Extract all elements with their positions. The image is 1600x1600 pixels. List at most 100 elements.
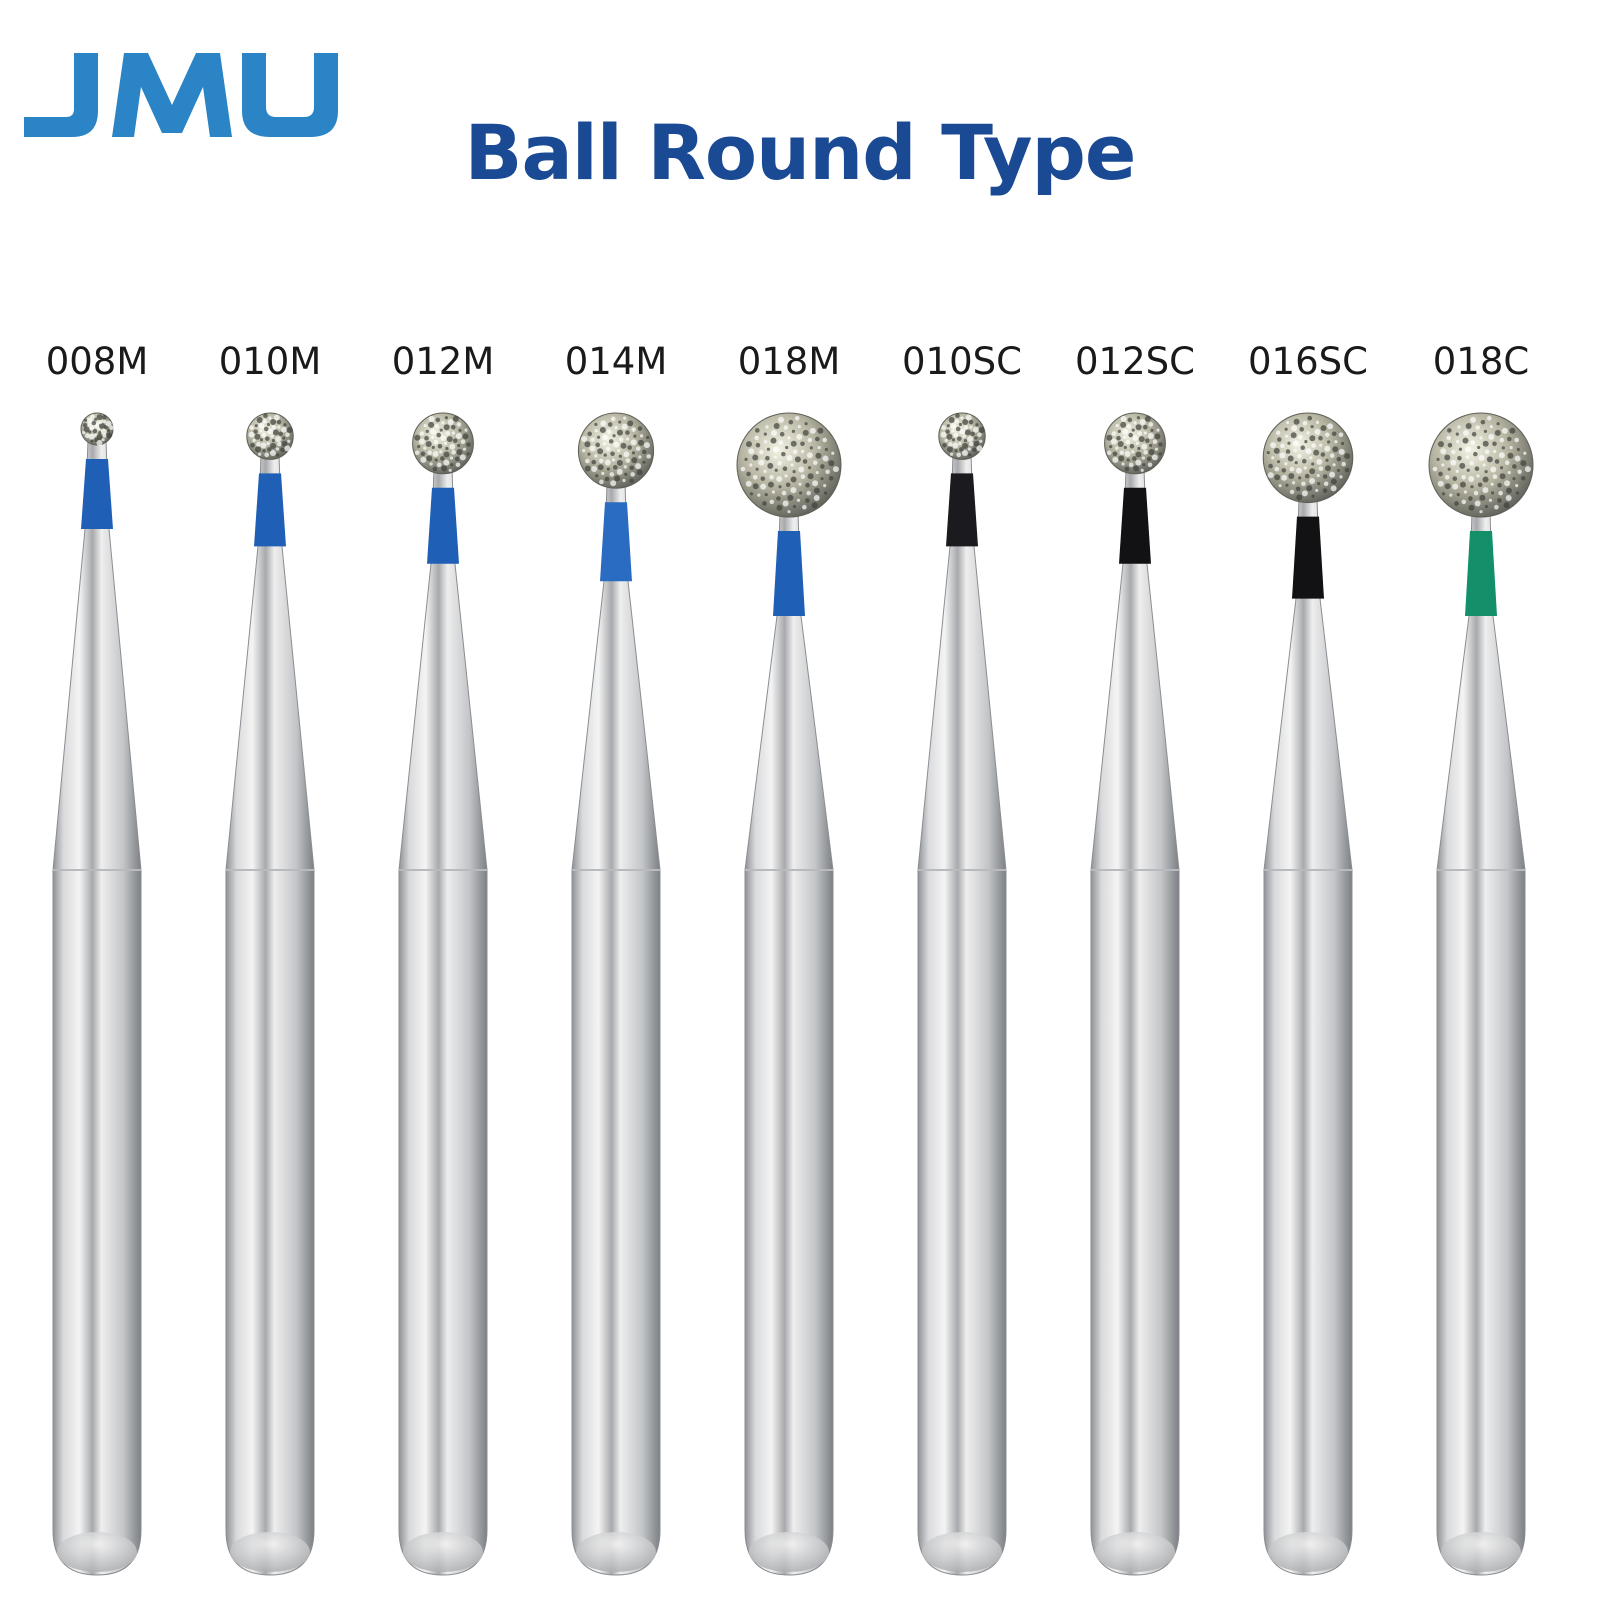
bur-grit (769, 499, 775, 505)
bur-grit (1338, 432, 1344, 438)
bur-grit (1466, 468, 1470, 472)
bur-grit (599, 479, 604, 485)
bur-grit (257, 452, 262, 456)
bur-grit (771, 429, 778, 436)
bur-grit (951, 429, 955, 433)
bur-grit (1490, 466, 1497, 473)
bur-grit (267, 428, 274, 435)
bur-grit (828, 476, 834, 481)
bur-grit (284, 445, 291, 452)
bur-grit (1286, 420, 1290, 425)
bur-grit (790, 476, 797, 483)
bur-grit (1296, 494, 1303, 501)
bur-grit (1444, 454, 1451, 461)
bur-grit (270, 419, 277, 426)
bur-grit (752, 454, 759, 461)
bur-grit (959, 428, 966, 435)
bur-grit (1281, 468, 1287, 473)
bur-grit (800, 441, 805, 447)
bur-grit (607, 422, 613, 427)
bur-grit (1449, 493, 1453, 497)
bur-grit (451, 431, 455, 435)
bur-grit (1339, 475, 1343, 479)
bur-code-label: 016SC (1248, 340, 1368, 383)
bur-grit (91, 420, 97, 426)
bur-grit (96, 439, 103, 446)
bur-tip (749, 1532, 829, 1572)
bur-grit (788, 419, 794, 425)
bur-grit (444, 416, 448, 420)
bur-grit (1109, 445, 1113, 449)
bur-grit (630, 472, 635, 477)
bur-grit (455, 432, 462, 439)
bur-grit (620, 442, 627, 449)
bur-grit (957, 436, 962, 441)
bur-grit (1468, 475, 1475, 482)
bur-tip (57, 1532, 137, 1572)
bur-grit (618, 420, 622, 424)
bur-grit (755, 428, 760, 433)
bur-grit (443, 441, 448, 445)
bur-grit (944, 438, 948, 443)
bur-grit (1479, 436, 1483, 440)
bur-grit (972, 426, 979, 433)
bur-grit (1128, 462, 1134, 468)
bur-grit (809, 427, 816, 434)
bur-grit (627, 445, 632, 450)
bur-grit (1476, 474, 1480, 478)
bur-grit (437, 443, 443, 449)
bur-grit (1120, 421, 1127, 428)
bur-grit (1507, 452, 1514, 459)
bur-grit (606, 467, 610, 471)
bur-grit (784, 474, 788, 478)
bur-grit (1135, 424, 1142, 431)
bur-grit (1298, 434, 1303, 440)
bur-grit (448, 468, 452, 472)
bur-grit (109, 425, 114, 431)
bur-grit (963, 439, 968, 443)
bur-grit (439, 450, 443, 454)
bur-grit (967, 447, 971, 451)
bur-grit (101, 438, 105, 442)
bur-grit (1310, 425, 1314, 429)
bur-grit (254, 424, 258, 428)
bur-grit (752, 483, 759, 490)
bur-grit (1327, 423, 1334, 430)
bur-grit (785, 482, 791, 488)
bur-grit (765, 425, 769, 429)
bur-grit (955, 413, 960, 418)
bur-grit (459, 454, 466, 461)
bur-grit (281, 440, 288, 447)
bur-grit (1493, 449, 1497, 453)
bur-grit (83, 418, 88, 422)
bur-grit (769, 474, 774, 480)
bur-grit (1158, 452, 1162, 456)
bur-grit (597, 464, 604, 471)
bur-grit (1458, 447, 1463, 451)
bur-shank (917, 452, 1007, 1576)
bur-grit (1498, 490, 1503, 496)
bur-tip (230, 1532, 310, 1572)
bur-grit (1143, 450, 1148, 455)
bur-grit (629, 465, 635, 471)
bur-grit (452, 415, 459, 422)
bur-grit (451, 450, 456, 455)
bur-grit (1468, 504, 1475, 511)
bur-code-label: 018M (737, 340, 841, 383)
bur-grit (1322, 474, 1328, 479)
bur-grit (102, 414, 107, 420)
bur-grit (610, 451, 615, 457)
bur-grit (1344, 467, 1350, 473)
bur-grit (1456, 440, 1460, 444)
bur-grit (1469, 461, 1474, 466)
bur-grit (1271, 456, 1275, 460)
bur-drawing (1262, 412, 1354, 1576)
bur-grit (430, 428, 437, 435)
bur-grit (267, 447, 272, 452)
bur-grit (1512, 477, 1516, 481)
bur-grit (426, 455, 433, 462)
bur-grit (623, 451, 630, 458)
bur-grit (1516, 447, 1520, 452)
bur-grit (1452, 476, 1458, 481)
bur-grit (820, 477, 824, 481)
